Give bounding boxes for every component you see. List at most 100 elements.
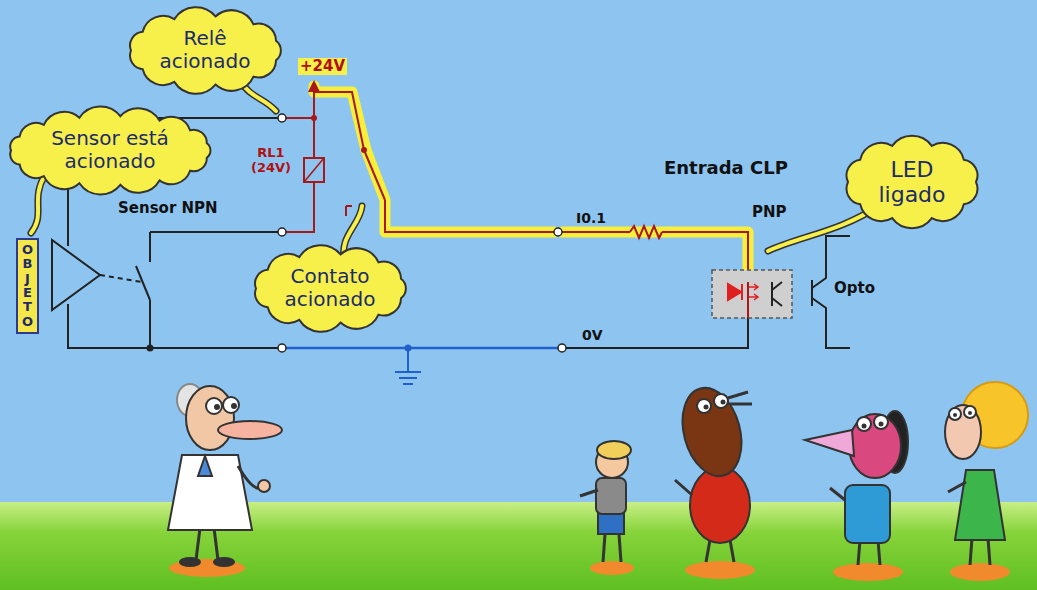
junction-dot [405, 345, 412, 352]
led-symbol [728, 284, 742, 300]
hair [597, 441, 631, 459]
callout-text: Contato acionado [278, 265, 382, 311]
shadow [950, 563, 1010, 581]
current-highlight [314, 86, 748, 282]
head [186, 386, 234, 450]
relay-label: RL1 (24V) [246, 146, 296, 176]
wire [68, 304, 278, 348]
wire [566, 318, 748, 348]
ground-symbol [395, 348, 421, 384]
signal-name: I0.1 [576, 210, 606, 226]
switch-blade [136, 266, 150, 300]
relay-coil [304, 158, 324, 182]
eye [714, 394, 728, 408]
head [849, 414, 901, 478]
collar [198, 456, 212, 476]
sensor-label: Sensor NPN [118, 200, 218, 217]
voltage-label: +24V [298, 58, 347, 75]
callout-cloud: LED ligado [839, 135, 985, 229]
leg [970, 538, 990, 565]
body [690, 467, 750, 543]
contact-wire [314, 92, 364, 150]
leg [603, 534, 621, 562]
pupil [214, 404, 220, 410]
woman-figure [945, 382, 1028, 581]
eye [697, 399, 711, 413]
callout-tail [31, 175, 45, 233]
shorts [598, 512, 624, 534]
callout-text: Sensor está acionado [40, 127, 180, 173]
pupil [879, 422, 884, 427]
supply-arrow [308, 80, 320, 92]
input-wire [662, 232, 748, 270]
wire [150, 231, 278, 233]
shadow [169, 559, 245, 577]
pupil [704, 405, 709, 410]
leg [196, 528, 218, 560]
callout-cloud: Sensor está acionado [2, 107, 218, 194]
cloud-outline [255, 245, 406, 331]
brown-figure [673, 381, 755, 579]
wire [149, 232, 151, 262]
pupil [721, 400, 726, 405]
terminal [554, 228, 562, 236]
shadow [685, 561, 755, 579]
pupil [968, 411, 972, 415]
light-arrows [748, 284, 758, 300]
terminal [278, 344, 286, 352]
ground-symbol [395, 348, 421, 384]
hair [728, 392, 752, 404]
input-wire [562, 231, 630, 233]
terminal [278, 228, 286, 236]
hand [258, 480, 270, 492]
junction-dot [147, 345, 154, 352]
junction-dot [311, 115, 317, 121]
shoe [214, 558, 234, 566]
dress [955, 470, 1005, 540]
plc-input-label: Entrada CLP [664, 158, 788, 179]
arm [580, 490, 598, 496]
optocoupler [712, 270, 792, 318]
object-text: OBJETO [21, 243, 34, 329]
pink-figure [805, 411, 908, 581]
nose [218, 421, 282, 439]
contact-blade [364, 150, 385, 200]
pupil [231, 403, 237, 409]
head [945, 405, 981, 459]
callout-cloud: Contato acionado [247, 245, 413, 332]
pupil [953, 413, 957, 417]
eye [874, 415, 888, 429]
shadow [833, 563, 903, 581]
child-figure [580, 441, 634, 575]
terminal [278, 114, 286, 122]
professor-figure [168, 384, 282, 577]
component-label: Opto [834, 280, 875, 297]
eye [964, 406, 976, 418]
junction-dot [361, 147, 367, 153]
terminal [558, 344, 566, 352]
eye [206, 398, 222, 414]
callout-tail [31, 175, 45, 233]
cloud-outline [130, 7, 281, 93]
shirt [596, 478, 626, 514]
callout-text: LED ligado [867, 157, 957, 208]
input-type-label: PNP [752, 204, 787, 221]
eye [949, 408, 961, 420]
wire [747, 282, 749, 318]
callout-text: Relê acionado [153, 27, 257, 73]
sensor-link [100, 275, 142, 282]
shadow [590, 561, 634, 575]
signal-name: 0V [582, 327, 603, 343]
cloud-outline [847, 136, 978, 228]
contact-stub [346, 206, 352, 216]
sensor-symbol [52, 240, 100, 310]
head [673, 381, 750, 482]
arm [830, 488, 845, 500]
cloud-outline [10, 106, 210, 194]
relay-wire [286, 92, 748, 270]
relay-coil [304, 158, 324, 182]
